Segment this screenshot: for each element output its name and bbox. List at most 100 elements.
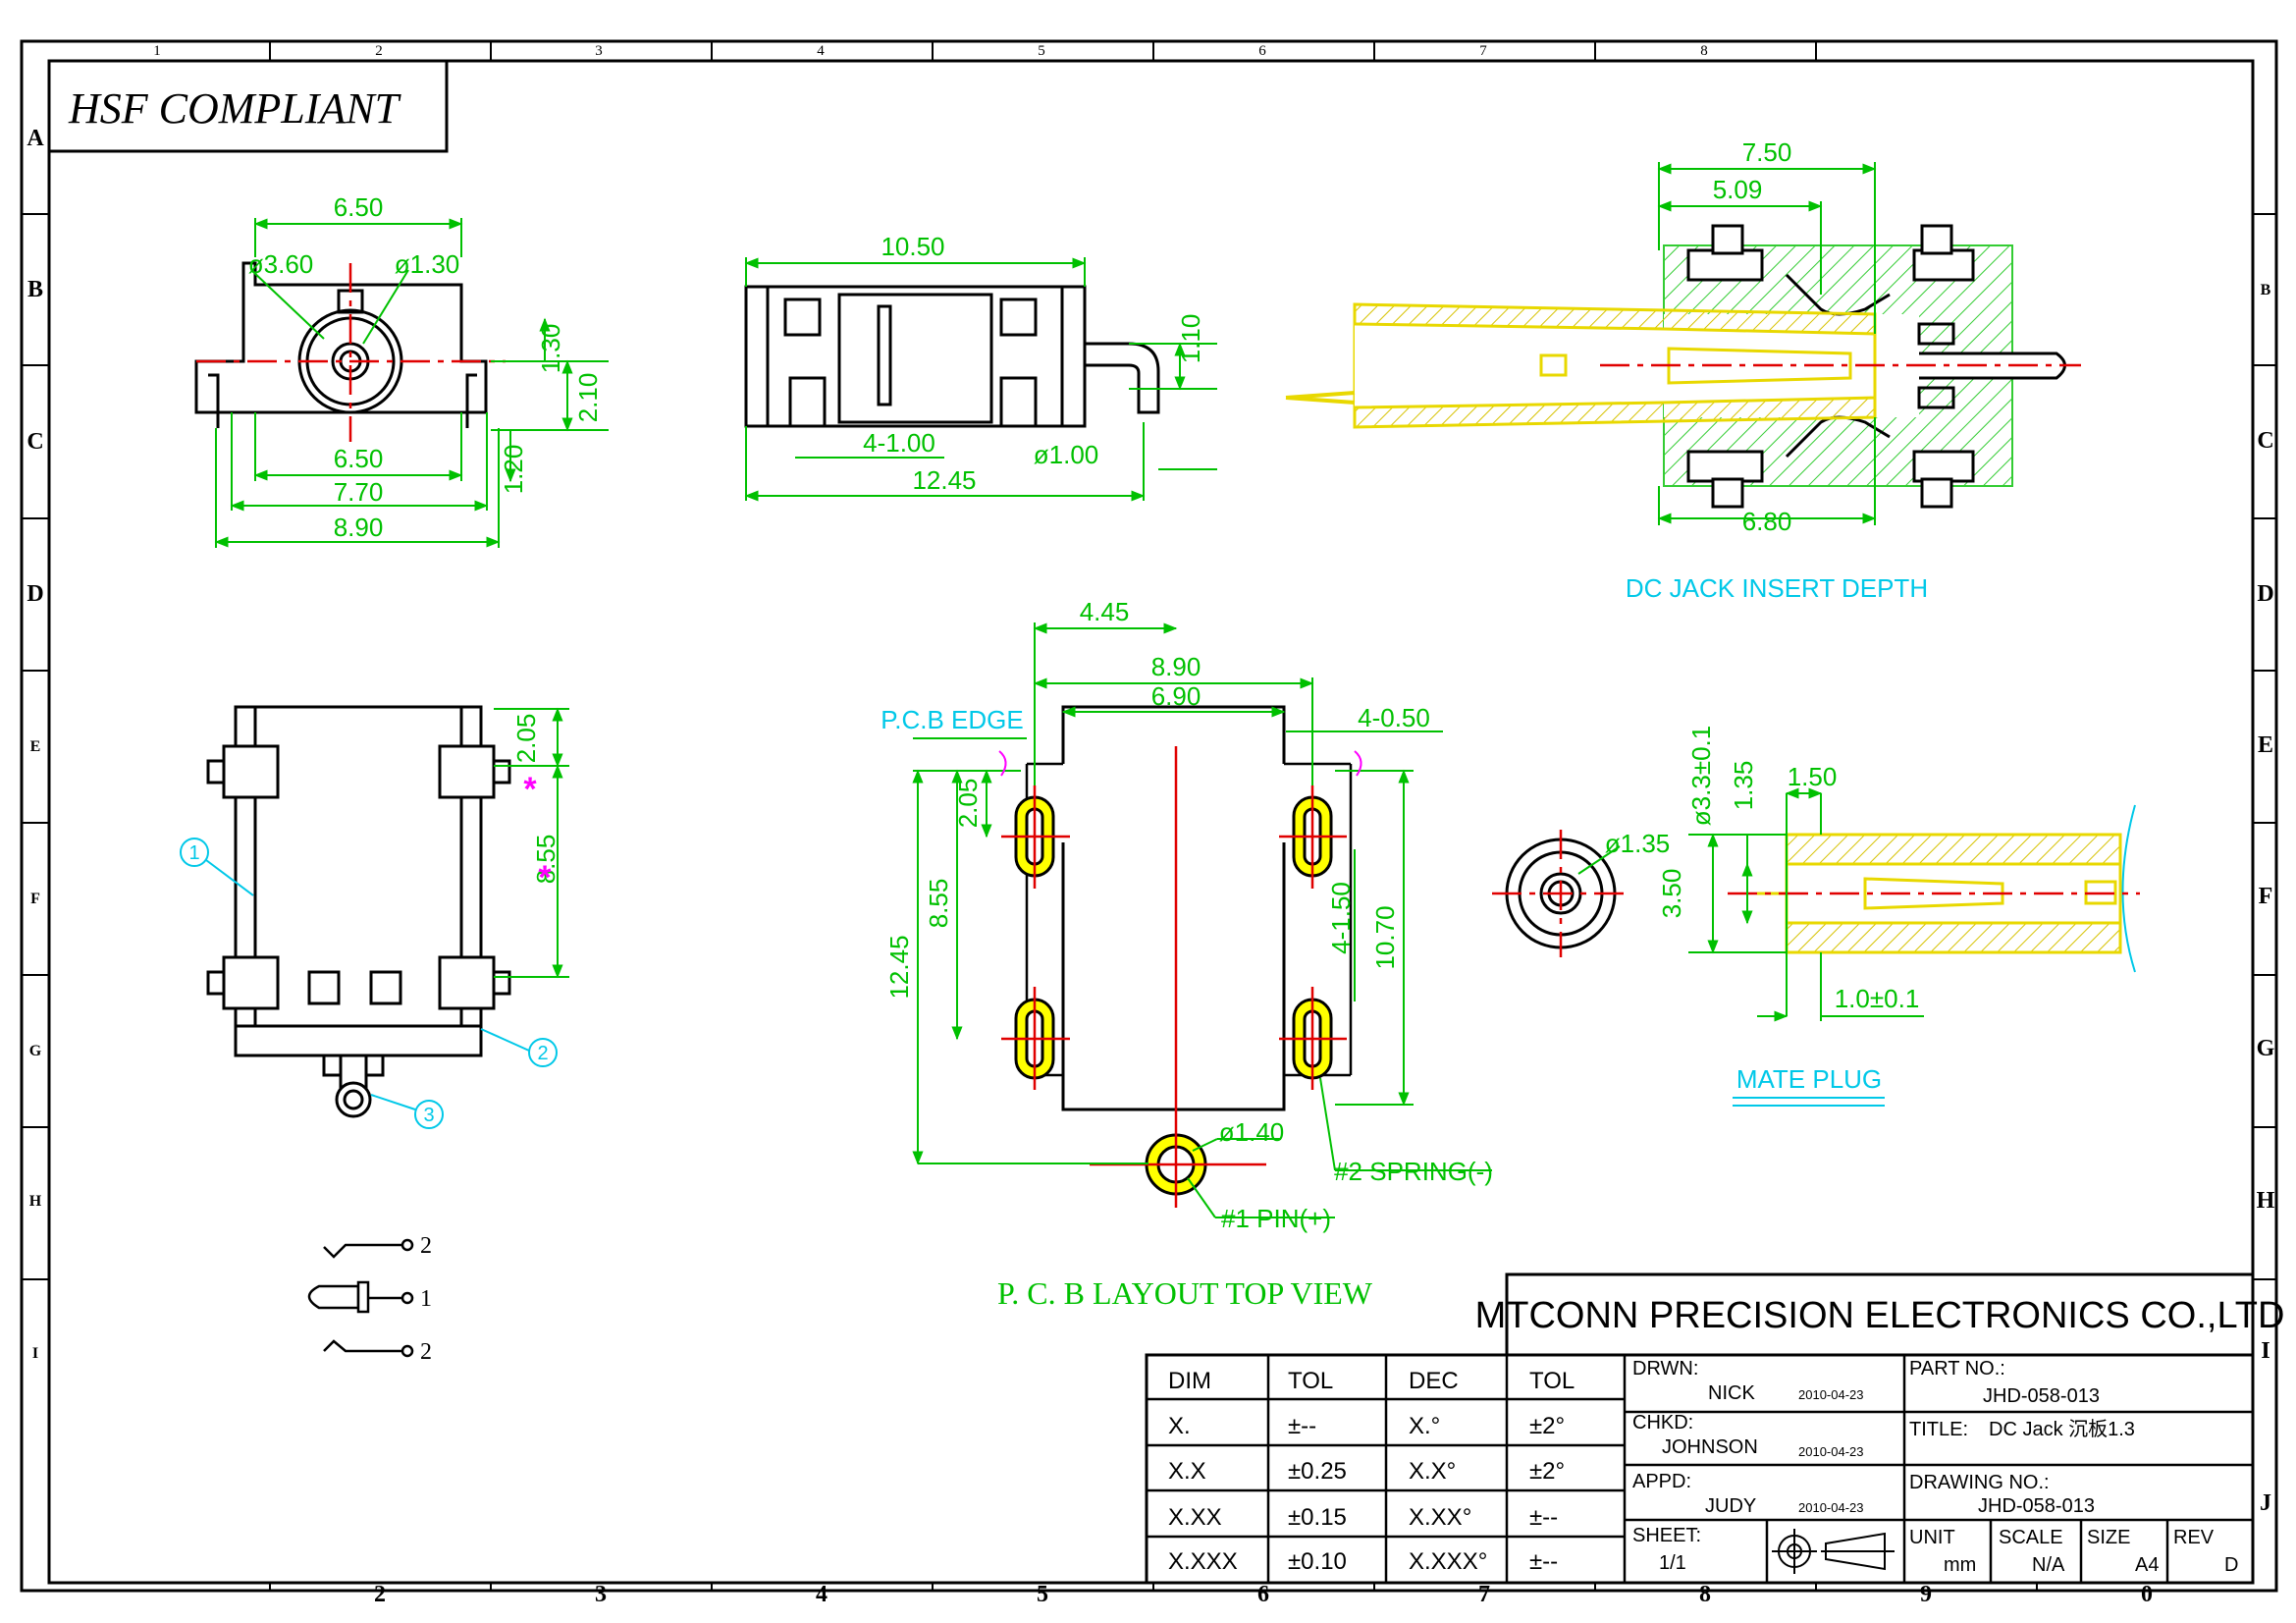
mate-plug-title: MATE PLUG <box>1736 1064 1882 1094</box>
zone-left-F: F <box>30 891 40 907</box>
frame-zone-bottom: 2 3 4 5 6 7 8 9 0 <box>374 1582 2153 1607</box>
dim-plug-150: 1.50 <box>1788 762 1838 791</box>
projection-symbol-icon <box>1772 1529 1895 1574</box>
tol-header-tol2: TOL <box>1529 1368 1575 1394</box>
dim-bottom-855: 8.55 <box>531 835 561 885</box>
title-label: TITLE: <box>1909 1419 1968 1440</box>
unit-value: mm <box>1944 1554 1976 1576</box>
tol-cell: ±2° <box>1529 1458 1565 1485</box>
dim-hole-small: ø1.30 <box>395 249 460 279</box>
tol-cell: X.XX <box>1168 1504 1222 1531</box>
zone-right-H: H <box>2257 1188 2275 1214</box>
dim-h-130: 1.30 <box>536 324 565 374</box>
part-no-value: JHD-058-013 <box>1983 1385 2100 1407</box>
zone-top-3: 3 <box>595 43 603 59</box>
dim-pcb-slot-width: 4-0.50 <box>1358 703 1430 732</box>
bottom-view: 2.05 8.55 * * 1 2 3 <box>180 705 569 1129</box>
insert-depth-view: 7.50 5.09 6.80 DC JACK INSERT DEPTH <box>1285 137 2081 603</box>
checked-date: 2010-04-23 <box>1798 1444 1864 1459</box>
zone-left-A: A <box>27 126 44 151</box>
zone-right-C: C <box>2257 428 2273 454</box>
approved-date: 2010-04-23 <box>1798 1500 1864 1515</box>
frame-row-labels-right: B C D E F G H I J <box>2257 282 2275 1516</box>
drawing-no-label: DRAWING NO.: <box>1909 1472 2050 1493</box>
callout-1: 1 <box>188 842 199 864</box>
schematic-label-1: 1 <box>420 1286 432 1312</box>
dim-plug-od: ø3.3±0.1 <box>1686 726 1716 826</box>
zone-left-H: H <box>29 1193 42 1210</box>
sheet-label: SHEET: <box>1632 1525 1701 1546</box>
drawn-label: DRWN: <box>1632 1358 1698 1380</box>
tol-header-tol: TOL <box>1288 1368 1333 1394</box>
scale-value: N/A <box>2032 1554 2065 1576</box>
checked-name: JOHNSON <box>1662 1436 1758 1458</box>
zone-bottom-0: 0 <box>2141 1582 2153 1607</box>
dim-length: 10.50 <box>881 232 944 261</box>
hsf-compliant-label: HSF COMPLIANT <box>68 84 402 133</box>
front-view: 6.50 ø3.60 ø1.30 6.50 7.70 8.90 1.30 2.1… <box>194 192 609 548</box>
tol-cell: X.° <box>1409 1413 1440 1439</box>
title-value: DC Jack 沉板1.3 <box>1989 1418 2135 1440</box>
frame-ticks <box>22 41 2276 1591</box>
tol-cell: X.XXX <box>1168 1548 1238 1575</box>
dim-pcb-890: 8.90 <box>1151 652 1201 681</box>
zone-top-8: 8 <box>1700 43 1708 59</box>
dim-overall-width: 8.90 <box>334 513 384 542</box>
pcb-pin1-label: #1 PIN(+) <box>1221 1204 1331 1233</box>
pcb-layout-view: 4.45 8.90 6.90 4-0.50 2.05 8.55 12.45 4-… <box>881 597 1493 1311</box>
dim-pcb-1245: 12.45 <box>884 935 914 999</box>
dim-overall: 12.45 <box>912 465 976 495</box>
tol-cell: X. <box>1168 1413 1191 1439</box>
insert-depth-title: DC JACK INSERT DEPTH <box>1626 573 1928 603</box>
zone-right-G: G <box>2257 1036 2275 1061</box>
title-block: MTCONN PRECISION ELECTRONICS CO.,LTD DIM… <box>1145 1272 2285 1585</box>
zone-right-I: I <box>2261 1338 2269 1364</box>
pcb-layout-title: P. C. B LAYOUT TOP VIEW <box>997 1275 1373 1311</box>
zone-top-5: 5 <box>1038 43 1045 59</box>
drawn-date: 2010-04-23 <box>1798 1387 1864 1402</box>
part-no-label: PART NO.: <box>1909 1358 2005 1380</box>
zone-bottom-6: 6 <box>1257 1582 1269 1607</box>
dim-pcb-205: 2.05 <box>953 779 983 829</box>
tol-cell: ±-- <box>1529 1548 1558 1575</box>
schematic-symbols <box>307 1238 414 1358</box>
side-view: 10.50 1.10 4-1.00 ø1.00 12.45 <box>744 232 1217 502</box>
dim-insert-750: 7.50 <box>1742 137 1792 167</box>
zone-left-G: G <box>29 1043 42 1059</box>
zone-top-1: 1 <box>153 43 161 59</box>
dim-insert-509: 5.09 <box>1713 175 1763 204</box>
mate-plug-view: ø1.35 ø3.3±0.1 1.35 1.50 3.50 1.0±0.1 MA… <box>1492 726 2140 1107</box>
zone-right-F: F <box>2259 884 2273 909</box>
dim-hole-big: ø3.60 <box>248 249 314 279</box>
tol-cell: ±0.10 <box>1288 1548 1347 1575</box>
zone-bottom-9: 9 <box>1920 1582 1932 1607</box>
zone-bottom-3: 3 <box>595 1582 607 1607</box>
tol-cell: ±2° <box>1529 1413 1565 1439</box>
zone-right-B: B <box>2261 282 2271 298</box>
dim-insert-680: 6.80 <box>1742 507 1792 536</box>
dim-body-width: 7.70 <box>334 477 384 507</box>
checked-label: CHKD: <box>1632 1412 1693 1434</box>
dim-pin-dia: ø1.00 <box>1034 440 1099 469</box>
company-name: MTCONN PRECISION ELECTRONICS CO.,LTD <box>1475 1295 2285 1336</box>
approved-name: JUDY <box>1705 1495 1756 1517</box>
zone-bottom-8: 8 <box>1699 1582 1711 1607</box>
zone-bottom-4: 4 <box>816 1582 828 1607</box>
frame-zone-labels: 1 2 3 4 5 6 7 8 <box>153 43 1708 59</box>
schematic-label-2-top: 2 <box>420 1233 432 1259</box>
approved-label: APPD: <box>1632 1471 1691 1492</box>
drawing-no-value: JHD-058-013 <box>1978 1495 2095 1517</box>
dim-plug-350: 3.50 <box>1657 869 1686 919</box>
hsf-compliant-box: HSF COMPLIANT <box>47 59 449 153</box>
dim-pcb-855: 8.55 <box>924 879 953 929</box>
dim-pcb-445: 4.45 <box>1080 597 1130 626</box>
tol-cell: X.XX° <box>1409 1504 1471 1531</box>
sheet-value: 1/1 <box>1659 1552 1686 1574</box>
dim-inner-width: 6.50 <box>334 444 384 473</box>
tol-cell: X.X <box>1168 1458 1206 1485</box>
tol-cell: ±0.15 <box>1288 1504 1347 1531</box>
tol-header-dec: DEC <box>1409 1368 1459 1394</box>
callout-2: 2 <box>537 1043 548 1064</box>
dim-bottom-205: 2.05 <box>511 714 541 764</box>
